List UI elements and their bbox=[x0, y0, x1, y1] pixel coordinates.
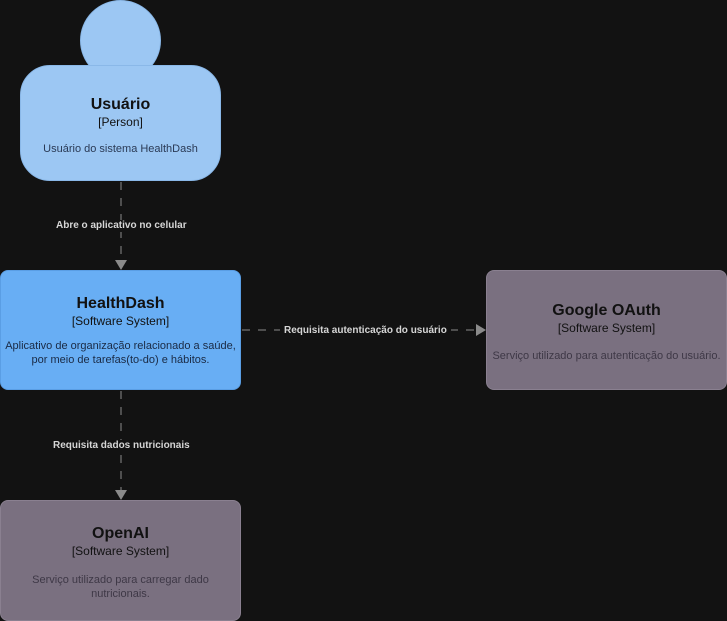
node-google-description: Serviço utilizado para autenticação do u… bbox=[492, 350, 721, 362]
node-healthdash-description-line1: Aplicativo de organização relacionado a … bbox=[5, 340, 236, 352]
node-openai-description-line2: nutricionais. bbox=[91, 588, 150, 600]
node-google-oauth[interactable]: Google OAuth [Software System] Serviço u… bbox=[486, 270, 727, 390]
node-openai-title: OpenAI bbox=[92, 525, 149, 542]
node-user[interactable]: Usuário [Person] Usuário do sistema Heal… bbox=[20, 65, 221, 181]
edge-label-healthdash-to-openai: Requisita dados nutricionais bbox=[49, 440, 194, 452]
node-user-title: Usuário bbox=[90, 96, 151, 113]
node-user-stereotype: [Person] bbox=[98, 115, 143, 129]
node-healthdash-title: HealthDash bbox=[76, 295, 165, 312]
node-healthdash[interactable]: HealthDash [Software System] Aplicativo … bbox=[0, 270, 241, 390]
node-user-description: Usuário do sistema HealthDash bbox=[43, 143, 198, 155]
node-google-stereotype: [Software System] bbox=[557, 321, 656, 335]
node-healthdash-description-line2: por meio de tarefas(to-do) e hábitos. bbox=[31, 354, 210, 366]
node-openai[interactable]: OpenAI [Software System] Serviço utiliza… bbox=[0, 500, 241, 621]
edge-label-healthdash-to-google: Requisita autenticação do usuário bbox=[280, 325, 451, 337]
node-healthdash-stereotype: [Software System] bbox=[71, 314, 170, 328]
node-openai-description-line1: Serviço utilizado para carregar dado bbox=[32, 574, 209, 586]
node-google-title: Google OAuth bbox=[552, 302, 661, 319]
edge-label-user-to-healthdash: Abre o aplicativo no celular bbox=[52, 220, 191, 232]
node-openai-stereotype: [Software System] bbox=[71, 544, 170, 558]
